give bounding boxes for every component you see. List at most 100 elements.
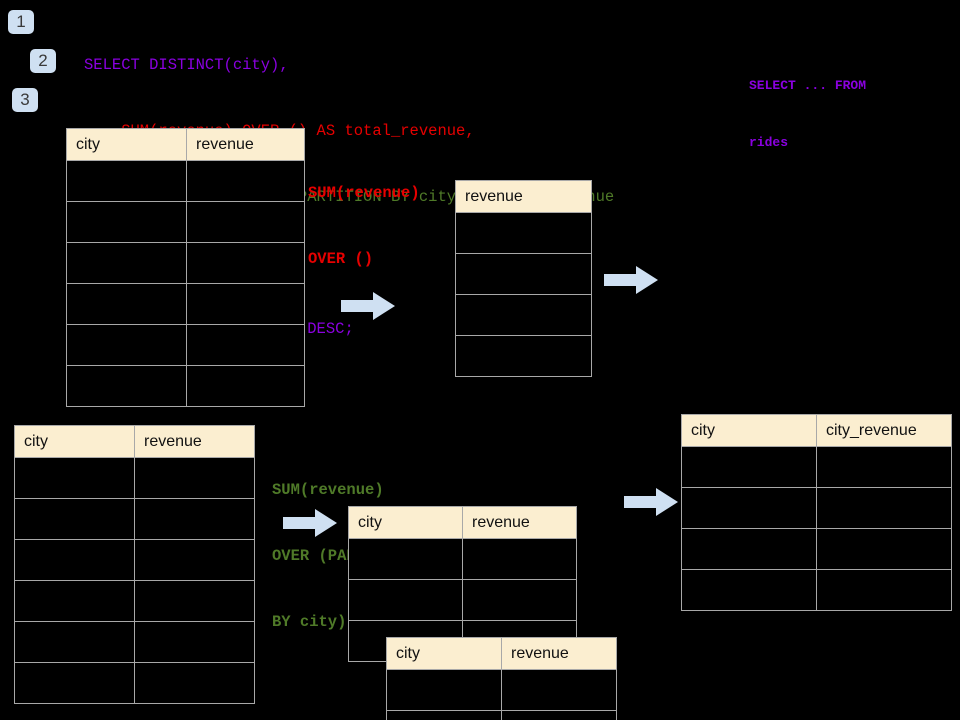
cell-revenue xyxy=(462,538,577,580)
sql-mini-line-1: SELECT ... FROM xyxy=(749,78,867,93)
cell-revenue xyxy=(186,201,305,243)
cell-city xyxy=(681,446,817,488)
cell-city xyxy=(66,242,187,284)
table-row xyxy=(66,160,305,202)
column-header-city: city xyxy=(348,506,463,539)
cell-city xyxy=(66,283,187,325)
table-row xyxy=(386,710,617,720)
cell-revenue xyxy=(501,669,617,711)
cell-city xyxy=(681,487,817,529)
table-row xyxy=(681,528,952,570)
table-body xyxy=(455,212,592,377)
table-body xyxy=(681,446,952,611)
column-header-city: city xyxy=(386,637,502,670)
cell-city-revenue xyxy=(816,487,952,529)
table-row xyxy=(681,446,952,488)
sql-line-1: SELECT DISTINCT(city), xyxy=(84,56,289,74)
table-row xyxy=(386,669,617,711)
cell-revenue xyxy=(134,580,255,622)
column-header-city-revenue: city_revenue xyxy=(816,414,952,447)
table-header-row: city city_revenue xyxy=(681,414,952,447)
annotation-total-revenue-line-1: SUM(revenue) xyxy=(308,184,420,202)
cell-revenue xyxy=(186,242,305,284)
cell-city-revenue xyxy=(816,528,952,570)
table-row xyxy=(681,487,952,529)
table-final-result: city city_revenue xyxy=(681,414,952,611)
table-row xyxy=(14,498,255,540)
cell-city xyxy=(681,528,817,570)
table-header-row: revenue xyxy=(455,180,592,213)
cell-revenue xyxy=(501,710,617,720)
cell-revenue xyxy=(186,283,305,325)
arrow-source-to-total-icon xyxy=(341,292,395,320)
column-header-revenue: revenue xyxy=(134,425,255,458)
cell-city-revenue xyxy=(816,446,952,488)
cell-revenue xyxy=(455,212,592,254)
cell-revenue xyxy=(455,335,592,377)
table-row xyxy=(66,242,305,284)
table-row xyxy=(348,538,577,580)
table-row xyxy=(455,212,592,254)
table-total-revenue: revenue xyxy=(455,180,592,377)
table-rides-source-top: city revenue xyxy=(66,128,305,407)
cell-city xyxy=(386,710,502,720)
cell-city xyxy=(14,580,135,622)
step-badge-3: 3 xyxy=(12,88,38,112)
table-header-row: city revenue xyxy=(14,425,255,458)
table-header-row: city revenue xyxy=(386,637,617,670)
cell-city xyxy=(66,324,187,366)
table-row xyxy=(455,253,592,295)
table-row xyxy=(14,580,255,622)
table-header-row: city revenue xyxy=(348,506,577,539)
annotation-city-revenue-line-3: BY city) xyxy=(272,613,347,631)
cell-city xyxy=(14,539,135,581)
cell-city xyxy=(14,662,135,704)
cell-revenue xyxy=(455,253,592,295)
cell-revenue xyxy=(134,621,255,663)
cell-city xyxy=(681,569,817,611)
column-header-city: city xyxy=(66,128,187,161)
cell-city xyxy=(66,160,187,202)
table-row xyxy=(14,539,255,581)
cell-revenue xyxy=(134,662,255,704)
cell-revenue xyxy=(134,539,255,581)
column-header-city: city xyxy=(681,414,817,447)
cell-revenue xyxy=(134,498,255,540)
annotation-city-revenue-line-1: SUM(revenue) xyxy=(272,481,384,499)
cell-revenue xyxy=(455,294,592,336)
table-row xyxy=(14,662,255,704)
cell-city xyxy=(66,365,187,407)
table-row xyxy=(66,201,305,243)
table-body xyxy=(14,457,255,704)
cell-revenue xyxy=(186,365,305,407)
column-header-city: city xyxy=(14,425,135,458)
table-row xyxy=(14,457,255,499)
cell-revenue xyxy=(186,160,305,202)
arrow-total-to-result-icon xyxy=(604,266,658,294)
table-row xyxy=(14,621,255,663)
table-row xyxy=(66,324,305,366)
sql-mini-note: SELECT ... FROM rides xyxy=(749,38,866,190)
cell-city xyxy=(14,498,135,540)
step-badge-1: 1 xyxy=(8,10,34,34)
table-row xyxy=(455,294,592,336)
cell-city xyxy=(386,669,502,711)
cell-city xyxy=(348,579,463,621)
arrow-source-to-partition-icon xyxy=(283,509,337,537)
table-row xyxy=(455,335,592,377)
table-row xyxy=(681,569,952,611)
column-header-revenue: revenue xyxy=(186,128,305,161)
cell-city-revenue xyxy=(816,569,952,611)
table-partition-group-front: city revenue xyxy=(386,637,617,720)
table-rides-source-bottom: city revenue xyxy=(14,425,255,704)
cell-city xyxy=(66,201,187,243)
cell-city xyxy=(14,621,135,663)
table-row xyxy=(66,365,305,407)
column-header-revenue: revenue xyxy=(455,180,592,213)
table-row xyxy=(348,579,577,621)
cell-revenue xyxy=(186,324,305,366)
cell-revenue xyxy=(134,457,255,499)
cell-city xyxy=(14,457,135,499)
step-badge-2: 2 xyxy=(30,49,56,73)
